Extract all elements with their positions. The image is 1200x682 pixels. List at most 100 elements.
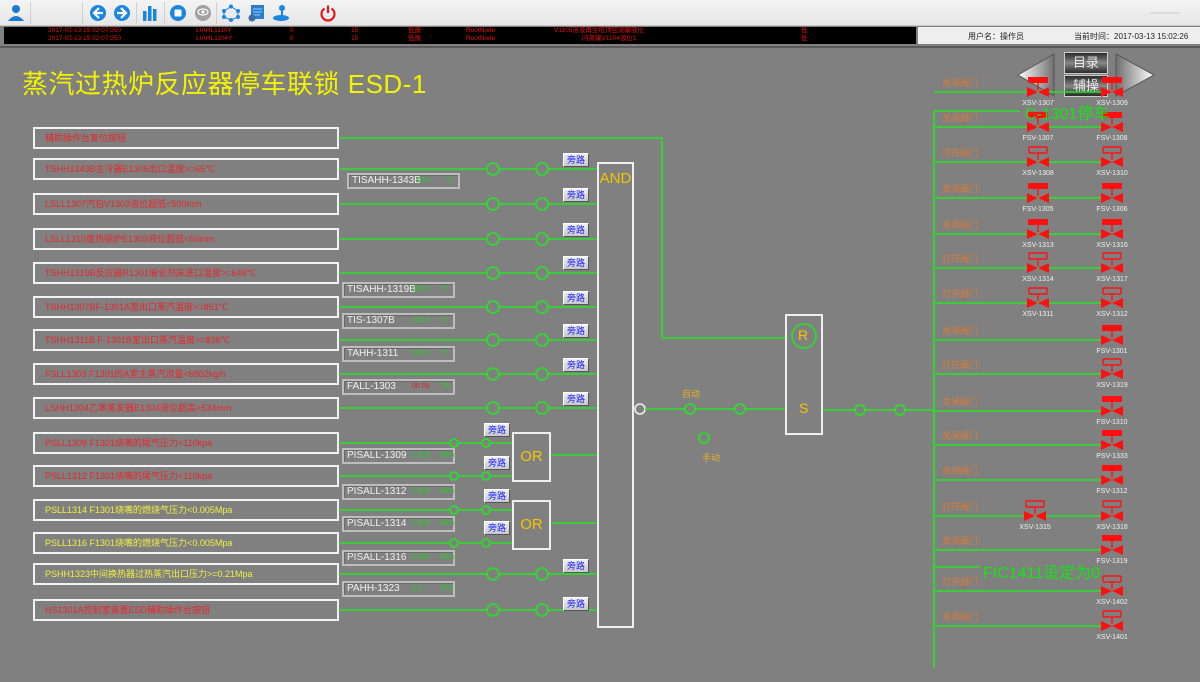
alarm-value: 0 xyxy=(290,35,294,42)
valve-open-icon[interactable] xyxy=(1101,500,1123,521)
bypass-button[interactable]: 旁路 xyxy=(563,392,589,406)
alarm-time: 2017-03-13 15:02:07:950 xyxy=(48,35,122,42)
valve-closed-icon[interactable] xyxy=(1027,77,1049,97)
condition-input[interactable]: TSHH1311B F-1301B室出口蒸汽温度>=836℃ xyxy=(33,329,339,351)
bypass-button[interactable]: 旁路 xyxy=(484,423,510,437)
contact-icon xyxy=(486,401,500,415)
valve-tag-label: XSV-1319 xyxy=(1096,382,1128,389)
bypass-button[interactable]: 旁路 xyxy=(563,153,589,167)
condition-input[interactable]: PSLL1316 F1301烧嘴的燃烧气压力<0.005Mpa xyxy=(33,532,339,554)
user-button[interactable] xyxy=(4,2,28,24)
next-page-button[interactable] xyxy=(1114,52,1158,98)
trend-button[interactable] xyxy=(138,2,162,24)
bypass-button[interactable]: 旁路 xyxy=(563,188,589,202)
valve-open-icon[interactable] xyxy=(1101,610,1123,631)
valve-closed-icon[interactable] xyxy=(1101,430,1123,450)
bypass-button[interactable]: 旁路 xyxy=(563,324,589,338)
valve-open-icon[interactable] xyxy=(1101,287,1123,308)
valve-tag-label: XSV-1308 xyxy=(1022,170,1054,177)
network-button[interactable] xyxy=(219,2,243,24)
condition-input[interactable]: FSLL1303 F1301的A室主蒸汽流量<6802kg/h xyxy=(33,363,339,385)
condition-input[interactable]: TSHH1343B主冷器E1305出口温度>=65℃ xyxy=(33,158,339,180)
toolbar-separator xyxy=(164,2,165,24)
condition-input[interactable]: HS1301A控制室装置ESD辅助操作台按钮 xyxy=(33,599,339,621)
bypass-button[interactable]: 旁路 xyxy=(563,597,589,611)
bypass-button[interactable]: 旁路 xyxy=(563,223,589,237)
alarm-row[interactable]: 2017-03-13 15:02:07:950 LIAHL1110Y 0 15 … xyxy=(4,27,916,35)
valve-closed-icon[interactable] xyxy=(1101,396,1123,416)
bypass-button[interactable]: 旁路 xyxy=(563,358,589,372)
valve-closed-icon[interactable] xyxy=(1101,183,1123,203)
bypass-button[interactable]: 旁路 xyxy=(563,559,589,573)
condition-input[interactable]: 辅助操作台复位按钮 xyxy=(33,127,339,149)
bypass-button[interactable]: 旁路 xyxy=(484,456,510,470)
power-icon xyxy=(320,5,336,22)
contact-icon xyxy=(854,404,866,416)
valve-tag-label: XSV-1402 xyxy=(1096,599,1128,606)
or-gate-label: OR xyxy=(520,516,543,533)
alarm-row[interactable]: 2017-03-13 15:02:07:950 LIAHL1104Y 0 15 … xyxy=(4,35,916,43)
condition-input[interactable]: LSLL1307汽包V1303液位超低<500mm xyxy=(33,193,339,215)
directory-button[interactable]: 目录 xyxy=(1064,52,1108,74)
valve-closed-icon[interactable] xyxy=(1101,325,1123,345)
condition-input[interactable]: LSLL1310废热锅炉E1303液位超低<60mm xyxy=(33,228,339,250)
condition-input[interactable]: PSLL1312 F1301烧嘴的尾气压力<110kpa xyxy=(33,465,339,487)
valve-closed-icon[interactable] xyxy=(1027,112,1049,132)
reset-coil-icon xyxy=(791,323,817,349)
valve-open-icon[interactable] xyxy=(1024,500,1046,521)
bypass-button[interactable]: 旁路 xyxy=(484,489,510,503)
contact-icon xyxy=(535,333,549,347)
valve-open-icon[interactable] xyxy=(1027,146,1049,167)
valve-closed-icon[interactable] xyxy=(1101,112,1123,132)
valve-open-icon[interactable] xyxy=(1027,252,1049,273)
valve-open-icon[interactable] xyxy=(1101,358,1123,379)
valve-closed-icon[interactable] xyxy=(1027,219,1049,239)
config-button[interactable] xyxy=(244,2,268,24)
valve-closed-icon[interactable] xyxy=(1101,219,1123,239)
condition-input[interactable]: PSLL1314 F1301烧嘴的燃烧气压力<0.005Mpa xyxy=(33,499,339,521)
valve-action-label: 打开阀门 xyxy=(942,502,979,512)
forward-button[interactable] xyxy=(110,2,134,24)
valve-closed-icon[interactable] xyxy=(1101,535,1123,555)
condition-input[interactable]: LSHH1304乙苯蒸发器E1304液位超高>534mm xyxy=(33,397,339,419)
alarm-tag: LIAHL1110Y xyxy=(196,27,232,34)
view-button[interactable] xyxy=(191,2,215,24)
prev-page-button[interactable] xyxy=(1016,52,1056,98)
power-button[interactable] xyxy=(316,2,340,24)
valve-tag-label: XSV-1310 xyxy=(1096,170,1128,177)
tag-value: 00.00 xyxy=(412,383,430,390)
contact-icon xyxy=(535,266,549,280)
alarm-list[interactable]: 2017-03-13 15:02:07:950 LIAHL1110Y 0 15 … xyxy=(4,27,916,44)
bypass-button[interactable]: 旁路 xyxy=(563,291,589,305)
valve-action-label: 关闭阀门 xyxy=(942,612,979,622)
valve-open-icon[interactable] xyxy=(1101,252,1123,273)
condition-input[interactable]: TSHH1319B反应器R1301催化剂床进口温度>=648℃ xyxy=(33,262,339,284)
condition-input[interactable]: PSLL1309 F1301烧嘴的尾气压力<110kpa xyxy=(33,432,339,454)
bypass-button[interactable]: 旁路 xyxy=(484,521,510,535)
valve-closed-icon[interactable] xyxy=(1101,465,1123,485)
contact-icon xyxy=(486,300,500,314)
valve-open-icon[interactable] xyxy=(1101,575,1123,596)
valve-tag-label: XSV-1307 xyxy=(1022,100,1054,107)
valve-open-icon[interactable] xyxy=(1027,287,1049,308)
valve-open-icon[interactable] xyxy=(1101,146,1123,167)
valve-closed-icon[interactable] xyxy=(1027,183,1049,203)
valve-closed-icon[interactable] xyxy=(1101,77,1123,97)
condition-input[interactable]: PSHH1323中间换热器过热蒸汽出口压力>=0.21Mpa xyxy=(33,563,339,585)
bypass-button[interactable]: 旁路 xyxy=(563,256,589,270)
stop-button[interactable] xyxy=(166,2,190,24)
control-button[interactable] xyxy=(269,2,293,24)
condition-input[interactable]: TSHH1307BF-1301A室出口蒸汽温度>=851℃ xyxy=(33,296,339,318)
back-button[interactable] xyxy=(86,2,110,24)
contact-icon xyxy=(486,333,500,347)
